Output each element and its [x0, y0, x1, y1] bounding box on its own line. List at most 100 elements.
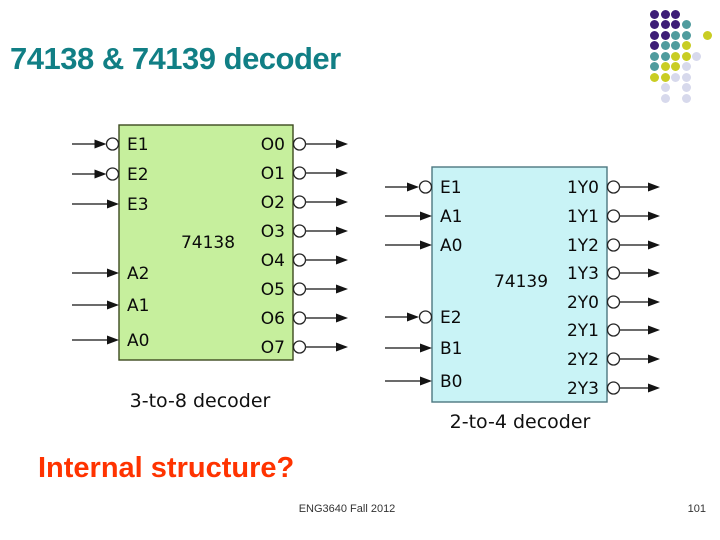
internal-structure-question: Internal structure? [38, 452, 295, 484]
pin-label: O4 [261, 251, 285, 271]
active-low-bubble-icon [292, 282, 307, 296]
arrowhead-icon [336, 197, 348, 207]
chip-74138-label: 74138 [181, 233, 235, 253]
arrowhead-icon [336, 168, 348, 178]
active-low-bubble-icon [606, 323, 621, 337]
74138-output-O7: O7 [261, 338, 348, 358]
dot-pattern-decoration [650, 9, 713, 104]
active-low-bubble-icon [606, 381, 621, 395]
74139-output-2Y2: 2Y2 [567, 350, 660, 370]
decoration-dot [650, 62, 659, 72]
arrowhead-icon [420, 240, 432, 250]
arrowhead-icon [648, 211, 660, 221]
active-low-bubble-icon [606, 238, 621, 252]
pin-label: 2Y2 [567, 350, 599, 370]
decoration-dot [660, 72, 670, 82]
decoration-dot [660, 30, 670, 40]
pin-label: 2Y3 [567, 379, 599, 399]
pin-label: A2 [127, 264, 149, 284]
active-low-bubble-icon [418, 310, 433, 324]
pin-label: A1 [440, 207, 462, 227]
decoration-dot [650, 41, 659, 51]
arrowhead-icon [407, 312, 419, 322]
active-low-bubble-icon [606, 352, 621, 366]
arrowhead-icon [107, 268, 119, 278]
74139-input-E2: E2 [385, 308, 462, 328]
arrowhead-icon [107, 335, 119, 345]
pin-label: 1Y3 [567, 264, 599, 284]
active-low-bubble-icon [606, 180, 621, 194]
decoration-dot [681, 20, 691, 30]
decoder-74139-diagram: E1 A1 A0 E2 B1 B0 74139 [385, 166, 660, 403]
decoration-dot [650, 51, 659, 61]
decoration-dot [660, 20, 670, 30]
pin-label: E1 [127, 135, 149, 155]
chip-74138-body [118, 124, 294, 361]
decoration-dot [671, 41, 680, 51]
decoration-dot [692, 51, 701, 61]
active-low-bubble-icon [606, 209, 621, 223]
decoration-dot [671, 30, 680, 40]
arrowhead-icon [336, 226, 348, 236]
74138-input-A2: A2 [72, 264, 149, 284]
74138-output-O4: O4 [261, 251, 348, 271]
decoration-dot [660, 41, 670, 51]
arrowhead-icon [107, 300, 119, 310]
pin-label: B1 [440, 339, 462, 359]
arrowhead-icon [420, 211, 432, 221]
decoration-dot [671, 51, 680, 61]
decoration-dot [650, 9, 659, 19]
pin-label: 1Y0 [567, 178, 599, 198]
active-low-bubble-icon [292, 311, 307, 325]
pin-label: 2Y0 [567, 293, 599, 313]
decoration-dot [681, 41, 691, 51]
pin-label: O7 [261, 338, 285, 358]
pin-label: 1Y1 [567, 207, 599, 227]
active-low-bubble-icon [606, 266, 621, 280]
decoration-dot [660, 93, 670, 103]
pin-label: O6 [261, 309, 285, 329]
chip-74139-label: 74139 [494, 272, 548, 292]
arrowhead-icon [107, 199, 119, 209]
decoration-dot [671, 62, 680, 72]
74138-output-O5: O5 [261, 280, 348, 300]
74138-output-O1: O1 [261, 164, 348, 184]
arrowhead-icon [94, 139, 107, 149]
arrowhead-icon [648, 240, 660, 250]
pin-label: O1 [261, 164, 285, 184]
caption-3-to-8-decoder: 3-to-8 decoder [129, 390, 271, 412]
active-low-bubble-icon [292, 137, 307, 151]
decoration-dot [650, 20, 659, 30]
decoration-dot [660, 9, 670, 19]
pin-label: E1 [440, 178, 462, 198]
74138-output-O3: O3 [261, 222, 348, 242]
74139-input-A0: A0 [385, 236, 462, 256]
pin-label: O0 [261, 135, 285, 155]
decoration-dot [660, 83, 670, 93]
74139-input-A1: A1 [385, 207, 462, 227]
pin-label: A1 [127, 296, 149, 316]
decoder-74138-diagram: E1 E2 E3 A2 A1 A0 74138 [72, 124, 348, 361]
footer-course-label: ENG3640 Fall 2012 [298, 503, 396, 515]
decoration-dot [681, 72, 691, 82]
74139-output-2Y0: 2Y0 [567, 293, 660, 313]
arrowhead-icon [336, 139, 348, 149]
arrowhead-icon [648, 297, 660, 307]
arrowhead-icon [94, 169, 107, 179]
arrowhead-icon [336, 313, 348, 323]
decoration-dot [660, 51, 670, 61]
decoration-dot [671, 9, 680, 19]
active-low-bubble-icon [105, 167, 120, 181]
decoration-dot [671, 20, 680, 30]
74139-output-1Y3: 1Y3 [567, 264, 660, 284]
active-low-bubble-icon [606, 295, 621, 309]
decoration-dot [681, 93, 691, 103]
74139-output-2Y3: 2Y3 [567, 379, 660, 399]
decoration-dot [681, 83, 691, 93]
decoration-dot [660, 62, 670, 72]
arrowhead-icon [648, 182, 660, 192]
arrowhead-icon [648, 354, 660, 364]
active-low-bubble-icon [105, 137, 120, 151]
active-low-bubble-icon [292, 253, 307, 267]
